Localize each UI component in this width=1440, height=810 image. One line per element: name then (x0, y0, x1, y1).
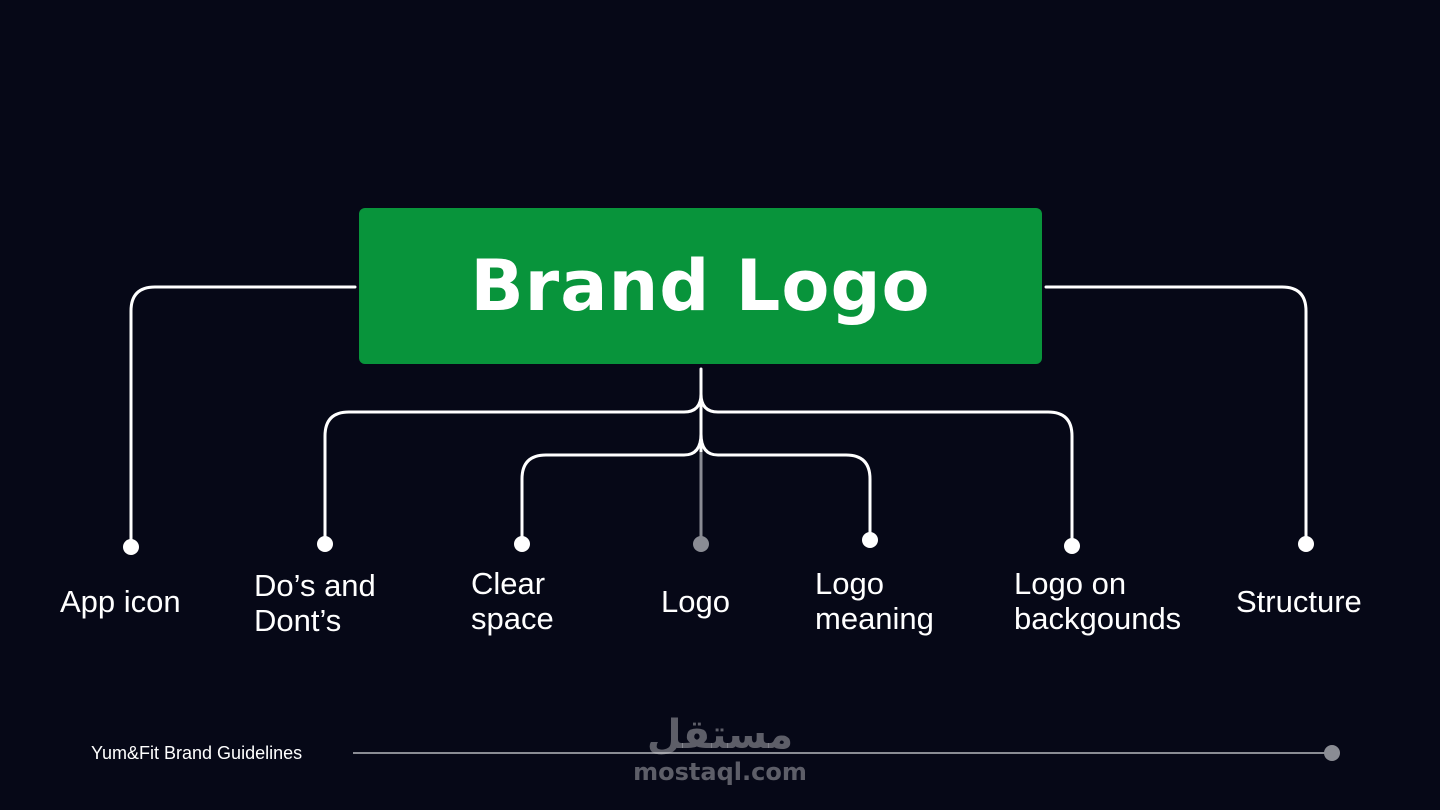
node-label-clear-space: Clear space (471, 566, 554, 636)
node-dot-app-icon (123, 539, 139, 555)
brand-logo-title: Brand Logo (470, 245, 931, 327)
node-label-app-icon: App icon (60, 584, 181, 619)
connector-logo-on-backgrounds (699, 392, 1074, 547)
footer-progress-line (353, 752, 1331, 754)
node-dot-structure (1298, 536, 1314, 552)
node-label-structure: Structure (1236, 584, 1362, 619)
connector-structure (1044, 285, 1308, 545)
node-label-dos-and-donts: Do’s and Dont’s (254, 568, 376, 638)
watermark-url: mostaql.com (633, 758, 807, 786)
brand-logo-box: Brand Logo (359, 208, 1042, 364)
node-dot-dos-and-donts (317, 536, 333, 552)
footer-progress-dot (1324, 745, 1340, 761)
node-dot-clear-space (514, 536, 530, 552)
watermark: مستقل mostaql.com (632, 712, 808, 798)
node-dot-logo-meaning (862, 532, 878, 548)
node-dot-logo (693, 536, 709, 552)
node-label-logo-meaning: Logo meaning (815, 566, 934, 636)
node-dot-logo-on-backgrounds (1064, 538, 1080, 554)
footer-title: Yum&Fit Brand Guidelines (91, 743, 303, 763)
watermark-logo: مستقل (646, 712, 794, 758)
connector-app-icon (129, 285, 357, 548)
connector-clear-space (520, 432, 703, 545)
node-label-logo: Logo (661, 584, 730, 619)
node-label-logo-on-backgrounds: Logo on backgounds (1014, 566, 1182, 636)
connector-logo-meaning (699, 432, 872, 541)
connector-dos-and-donts (323, 392, 703, 545)
